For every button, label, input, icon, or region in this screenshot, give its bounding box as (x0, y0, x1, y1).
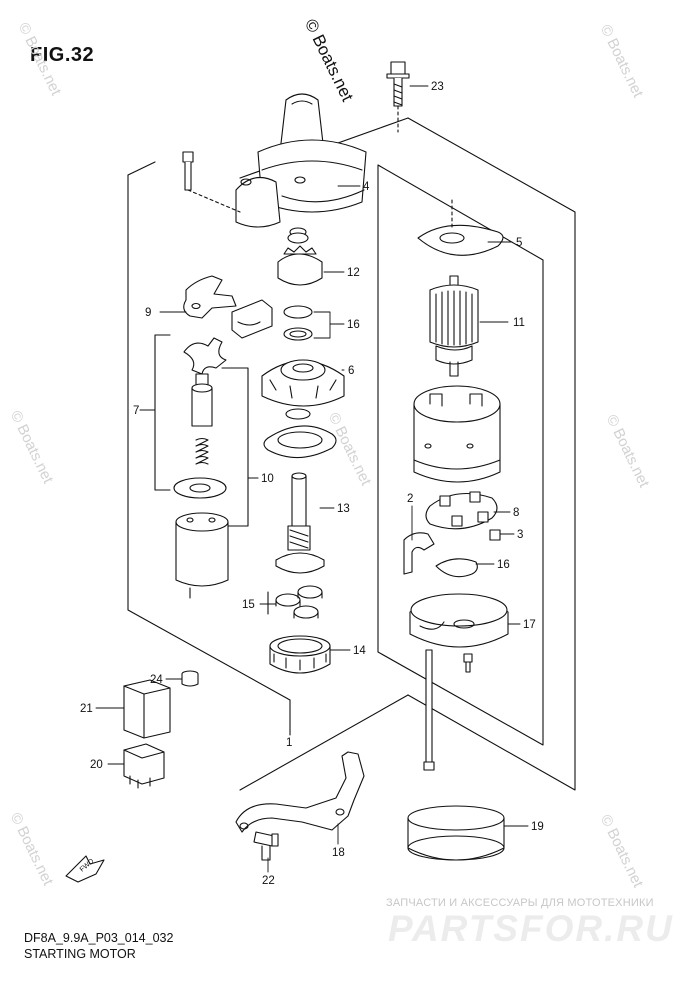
assembly-frame-outer (127, 117, 576, 791)
callout-11: 11 (513, 317, 525, 329)
part-7-bracket-lines (139, 334, 259, 527)
callout-10: 10 (261, 473, 274, 485)
part-13-pinion-shaft (275, 472, 325, 574)
callout-21: 21 (80, 703, 93, 715)
part-23-bolt (386, 61, 410, 133)
part-3-nut (489, 529, 501, 541)
callout-15: 15 (242, 599, 255, 611)
callout-6: 6 (348, 365, 354, 377)
callout-16-lower: 16 (497, 559, 510, 571)
diagram-code: DF8A_9.9A_P03_014_032 (24, 931, 174, 945)
part-4-screw (182, 151, 241, 213)
callout-19: 19 (531, 821, 544, 833)
callout-9: 9 (145, 307, 151, 319)
callout-13: 13 (337, 503, 350, 515)
watermark-brand-logo: PARTSFOR.RU (388, 908, 674, 949)
callout-24: 24 (150, 674, 163, 686)
part-12-pinion-gear (277, 227, 323, 286)
part-16-ring (283, 305, 313, 341)
callout-16-upper: 16 (347, 319, 360, 331)
figure-title: FIG.32 (30, 44, 95, 66)
through-bolt (423, 649, 435, 771)
watermark-ru-caption: ЗАПЧАСТИ И АКСЕССУАРЫ ДЛЯ МОТОТЕХНИКИ (386, 897, 654, 909)
part-8-brush-holder (425, 491, 498, 530)
part-9-shift-lever (183, 275, 237, 319)
assembly-frame-inner (377, 164, 544, 746)
part-7-plunger (191, 373, 213, 427)
callout-1: 1 (286, 737, 292, 749)
part-21-relay (123, 679, 171, 739)
callout-3: 3 (517, 529, 523, 541)
callout-18: 18 (332, 847, 345, 859)
part-17-motor-yoke (413, 385, 501, 483)
part-2-brush-lead (403, 532, 435, 575)
callout-labels: 23 4 5 12 9 16 11 6 7 10 13 2 8 3 16 15 … (80, 81, 544, 887)
part-7-spring (195, 437, 209, 465)
end-cover-screw (463, 653, 473, 673)
callout-22: 22 (262, 875, 275, 887)
leader-lines (95, 85, 529, 873)
part-22-bolt (253, 831, 279, 861)
part-6-washer (285, 408, 311, 420)
part-19-band (407, 805, 505, 861)
callout-4: 4 (363, 181, 370, 193)
part-6-gasket (263, 425, 337, 459)
part-7-gasket (173, 477, 227, 499)
callout-14: 14 (353, 645, 366, 657)
part-7-yoke (175, 512, 229, 599)
part-18-bracket (235, 751, 365, 833)
part-15-planet-gears (267, 585, 323, 619)
callout-17: 17 (523, 619, 536, 631)
part-5-plate (417, 199, 504, 256)
part-17-end-cover (409, 593, 509, 648)
fwd-arrow-icon (65, 855, 105, 883)
callout-23: 23 (431, 81, 444, 93)
part-20-relay (123, 743, 165, 789)
part-6-drive-housing (261, 359, 345, 407)
callout-20: 20 (90, 759, 103, 771)
callout-5: 5 (516, 237, 522, 249)
part-11-armature (429, 275, 479, 377)
callout-2: 2 (407, 493, 413, 505)
callout-8: 8 (513, 507, 519, 519)
part-7-plunger-holder (183, 299, 273, 375)
part-16-plate (435, 558, 478, 578)
part-4-magnet-switch (235, 93, 367, 228)
diagram-name: STARTING MOTOR (24, 947, 136, 961)
part-14-internal-gear (269, 635, 331, 674)
part-24-grommet (181, 670, 199, 687)
callout-7: 7 (133, 405, 139, 417)
callout-12: 12 (347, 267, 360, 279)
